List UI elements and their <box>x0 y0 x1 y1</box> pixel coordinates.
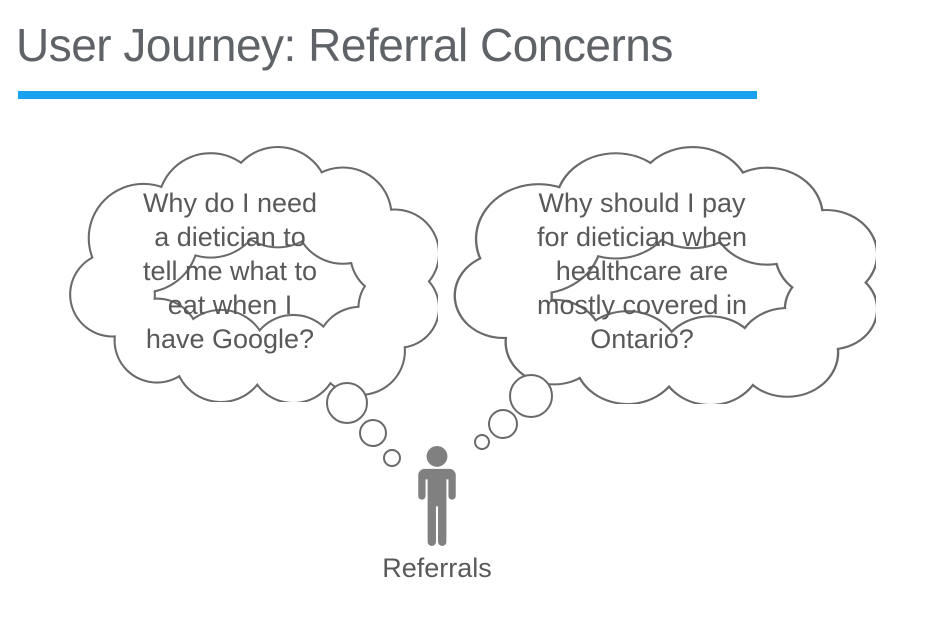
left-bubble-text: Why do I need a dietician to tell me wha… <box>142 188 318 354</box>
persona-label: Referrals <box>382 553 492 583</box>
thought-trail-right-icon <box>474 374 553 450</box>
person-icon <box>418 446 456 546</box>
page-title: User Journey: Referral Concerns <box>16 19 673 71</box>
thought-bubble-icon-right <box>453 146 876 404</box>
thought-bubble-icon-left <box>69 146 438 402</box>
title-underline <box>18 91 757 99</box>
right-bubble-text: Why should I pay for dietician when heal… <box>536 188 748 354</box>
thought-trail-left-icon <box>326 382 401 467</box>
